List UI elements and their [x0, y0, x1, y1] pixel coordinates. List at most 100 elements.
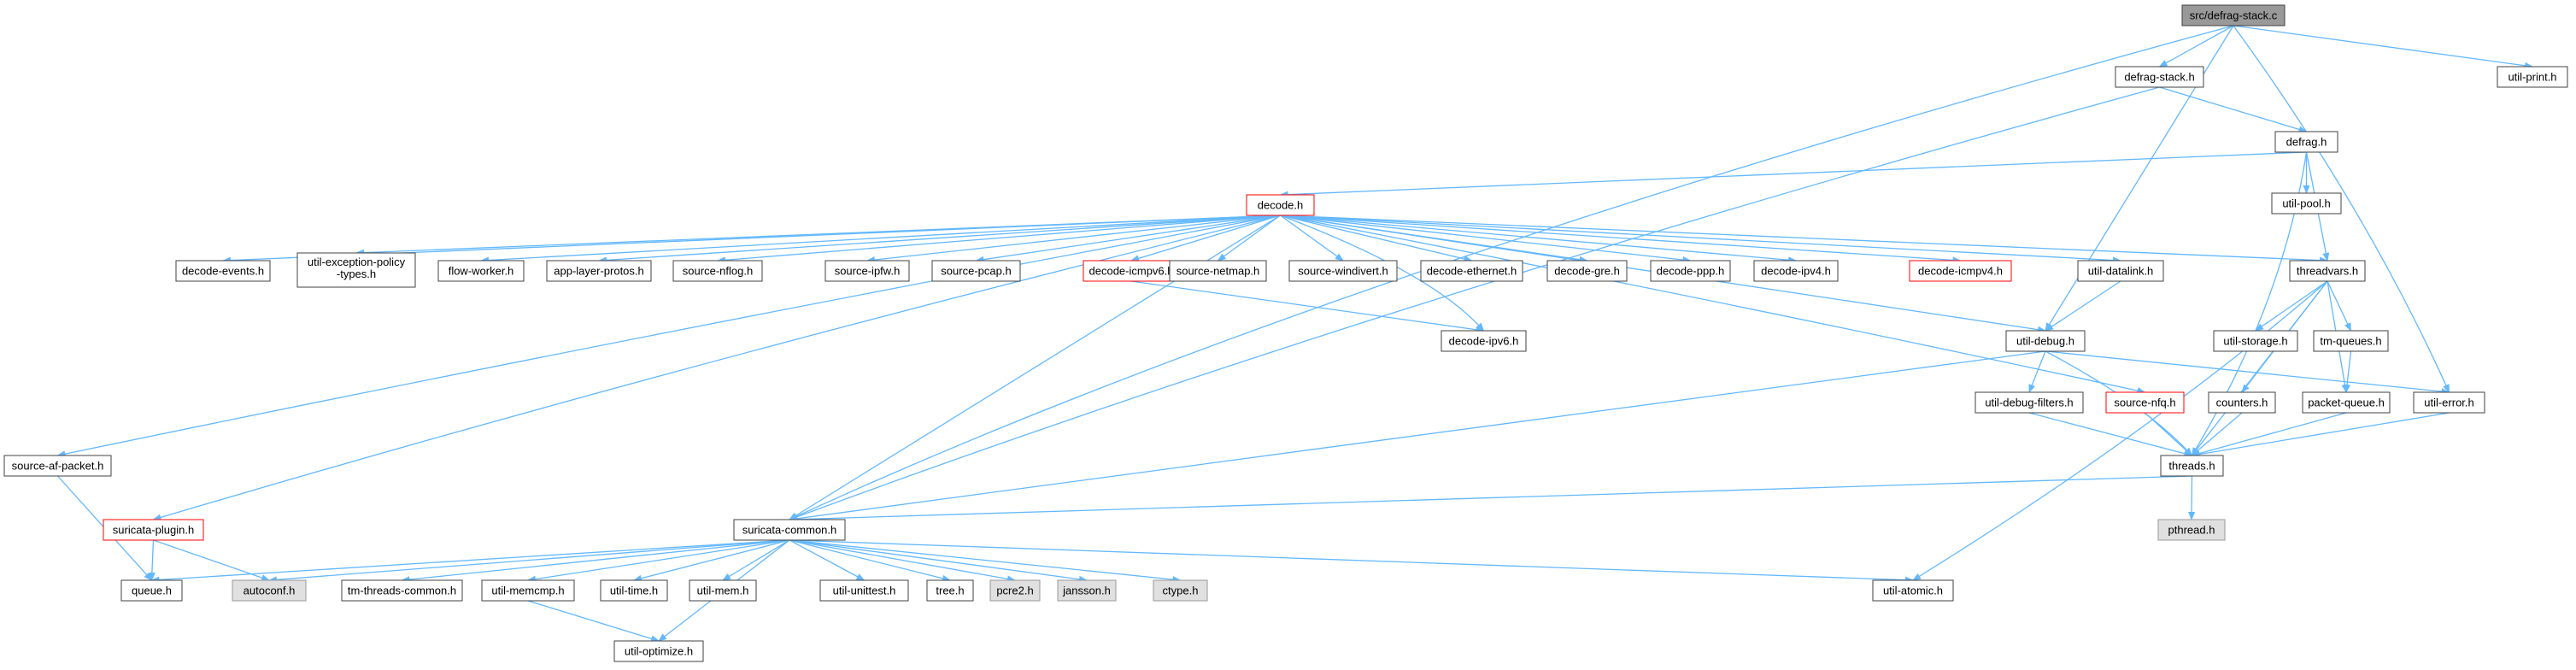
edge-threadvars-h-to-util-storage-h	[2255, 280, 2328, 332]
edge-suricata-common-h-to-util-atomic-h	[789, 539, 1914, 584]
node-box	[296, 252, 416, 288]
node-box	[2289, 260, 2366, 282]
node-util-pool-h[interactable]: util-pool.h	[2271, 192, 2342, 215]
node-decode-ethernet-h[interactable]: decode-ethernet.h	[1420, 260, 1523, 282]
node-box	[103, 519, 204, 541]
node-util-datalink-h[interactable]: util-datalink.h	[2077, 260, 2164, 282]
node-src-defrag-stack-c[interactable]: src/defrag-stack.c	[2181, 4, 2286, 26]
node-source-ipfw-h[interactable]: source-ipfw.h	[824, 260, 910, 282]
node-label: source-nfq.h	[2114, 397, 2175, 409]
node-util-print-h[interactable]: util-print.h	[2497, 66, 2568, 88]
node-util-atomic-h[interactable]: util-atomic.h	[1872, 579, 1954, 602]
edge-decode-h-to-app-layer-protos-h	[598, 215, 1281, 264]
edge-defrag-h-to-decode-h	[1279, 151, 2307, 198]
edge-decode-h-to-decode-icmpv4-h	[1280, 215, 1962, 264]
node-threads-h[interactable]: threads.h	[2160, 455, 2224, 477]
node-label: tm-threads-common.h	[348, 585, 456, 597]
node-label: flow-worker.h	[449, 265, 514, 278]
node-decode-icmpv6-h[interactable]: decode-icmpv6.h	[1083, 260, 1180, 282]
node-box	[1975, 391, 2084, 414]
edge-decode-h-to-source-netmap-h	[1217, 215, 1281, 262]
node-label: pcre2.h	[996, 585, 1033, 597]
node-packet-queue-h[interactable]: packet-queue.h	[2302, 391, 2391, 414]
node-util-unittest-h[interactable]: util-unittest.h	[819, 579, 909, 602]
node-util-debug-h[interactable]: util-debug.h	[2005, 330, 2086, 352]
edge-src-defrag-stack-c-to-util-debug-h	[2045, 25, 2234, 332]
node-label: decode-gre.h	[1554, 265, 1620, 278]
node-label: counters.h	[2216, 397, 2268, 409]
node-util-debug-filters-h[interactable]: util-debug-filters.h	[1975, 391, 2084, 414]
node-util-exception-policy-types-h[interactable]: util-exception-policy-types.h	[296, 252, 416, 288]
node-source-nflog-h[interactable]: source-nflog.h	[672, 260, 763, 282]
node-box	[1872, 579, 1954, 602]
node-decode-icmpv4-h[interactable]: decode-icmpv4.h	[1909, 260, 2012, 282]
node-suricata-plugin-h[interactable]: suricata-plugin.h	[103, 519, 204, 541]
edge-decode-h-to-decode-ipv6-h	[1280, 215, 1485, 332]
node-label: util-datalink.h	[2088, 265, 2154, 278]
node-box	[1169, 260, 1267, 282]
file-nodes: src/defrag-stack.c defrag-stack.h util-pri…	[3, 4, 2568, 662]
node-label: util-storage.h	[2223, 335, 2287, 348]
node-decode-ppp-h[interactable]: decode-ppp.h	[1650, 260, 1731, 282]
edge-src-defrag-stack-c-to-util-error-h	[2233, 25, 2450, 393]
edge-src-defrag-stack-c-to-util-print-h	[2233, 25, 2533, 69]
edge-suricata-common-h-to-util-unittest-h	[789, 539, 866, 581]
node-box	[733, 519, 846, 541]
node-box	[1650, 260, 1731, 282]
node-app-layer-protos-h[interactable]: app-layer-protos.h	[546, 260, 652, 282]
edge-decode-icmpv6-h-to-decode-ipv6-h	[1130, 280, 1485, 333]
node-decode-h[interactable]: decode.h	[1246, 194, 1315, 216]
edge-decode-h-to-decode-icmpv6-h	[1130, 215, 1281, 262]
node-source-netmap-h[interactable]: source-netmap.h	[1169, 260, 1267, 282]
node-box	[232, 579, 307, 602]
node-tm-queues-h[interactable]: tm-queues.h	[2313, 330, 2389, 352]
node-source-af-packet-h[interactable]: source-af-packet.h	[3, 455, 112, 477]
edge-util-debug-h-to-util-error-h	[2045, 350, 2450, 396]
edge-decode-h-to-source-ipfw-h	[866, 215, 1281, 263]
node-counters-h[interactable]: counters.h	[2208, 391, 2276, 414]
node-source-pcap-h[interactable]: source-pcap.h	[931, 260, 1021, 282]
node-util-memcmp-h[interactable]: util-memcmp.h	[481, 579, 575, 602]
node-decode-events-h[interactable]: decode-events.h	[175, 260, 271, 282]
node-box	[2105, 391, 2185, 414]
node-box	[3, 455, 112, 477]
node-util-mem-h[interactable]: util-mem.h	[689, 579, 757, 602]
node-box	[2157, 519, 2226, 541]
node-label: jansson.h	[1062, 585, 1111, 597]
node-label: tm-queues.h	[2320, 335, 2381, 348]
node-decode-ipv4-h[interactable]: decode-ipv4.h	[1753, 260, 1839, 282]
node-label: packet-queue.h	[2308, 397, 2385, 409]
node-tm-threads-common-h[interactable]: tm-threads-common.h	[341, 579, 463, 602]
node-threadvars-h[interactable]: threadvars.h	[2289, 260, 2366, 282]
node-suricata-common-h[interactable]: suricata-common.h	[733, 519, 846, 541]
node-defrag-h[interactable]: defrag.h	[2274, 131, 2338, 153]
edge-packet-queue-h-to-threads-h	[2191, 412, 2347, 457]
node-flow-worker-h[interactable]: flow-worker.h	[437, 260, 525, 282]
node-defrag-stack-h[interactable]: defrag-stack.h	[2115, 66, 2204, 88]
node-source-windivert-h[interactable]: source-windivert.h	[1288, 260, 1398, 282]
edge-decode-h-to-source-nfq-h	[1280, 215, 2146, 394]
node-queue-h[interactable]: queue.h	[120, 579, 183, 602]
node-label: source-af-packet.h	[12, 460, 104, 473]
node-decode-ipv6-h[interactable]: decode-ipv6.h	[1441, 330, 1527, 352]
node-source-nfq-h[interactable]: source-nfq.h	[2105, 391, 2185, 414]
node-label: defrag-stack.h	[2124, 71, 2194, 84]
edge-suricata-common-h-to-pcre2-h	[789, 539, 1016, 583]
node-label: util-print.h	[2508, 71, 2556, 84]
node-box	[1083, 260, 1180, 282]
node-box	[989, 579, 1041, 602]
node-tree-h[interactable]: tree.h	[926, 579, 974, 602]
node-util-storage-h[interactable]: util-storage.h	[2213, 330, 2298, 352]
node-box	[824, 260, 910, 282]
node-decode-gre-h[interactable]: decode-gre.h	[1546, 260, 1628, 282]
node-box	[2274, 131, 2338, 153]
node-box	[120, 579, 183, 602]
node-pcre2-h: pcre2.h	[989, 579, 1041, 602]
node-box	[2413, 391, 2485, 414]
node-util-error-h[interactable]: util-error.h	[2413, 391, 2485, 414]
node-box	[926, 579, 974, 602]
node-util-time-h[interactable]: util-time.h	[600, 579, 668, 602]
node-util-optimize-h[interactable]: util-optimize.h	[613, 640, 704, 662]
node-box	[2115, 66, 2204, 88]
